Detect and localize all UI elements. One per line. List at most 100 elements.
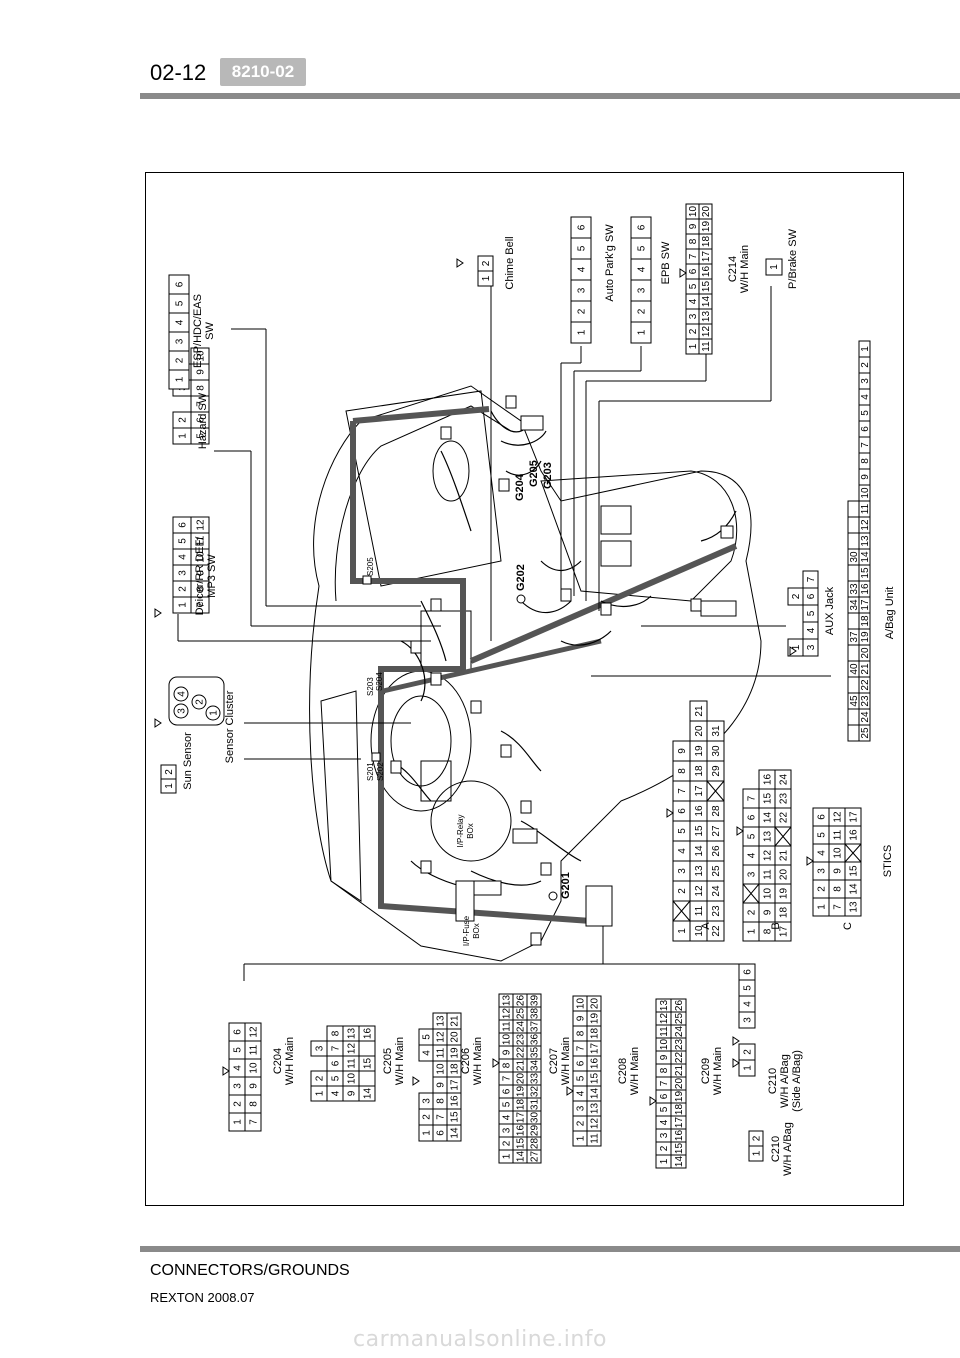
connector-c209: 1234567891011121314151617181920212223242… xyxy=(655,998,687,1169)
pin-number: 6 xyxy=(576,1060,587,1066)
connector-c207: 1234567891011121314151617181920212223242… xyxy=(498,993,542,1164)
ip-fuse-box-label-2: BOx xyxy=(472,923,481,939)
ip-relay-box-label: I/P-Relay xyxy=(456,815,465,848)
connector-key-icon xyxy=(679,268,687,278)
pin-number: 2 xyxy=(576,1120,587,1126)
label-auto-park: Auto Park'g SW xyxy=(604,224,616,302)
pin-number: 9 xyxy=(688,223,699,229)
pin-number: 1 xyxy=(178,433,189,439)
pin-number: 7 xyxy=(806,576,817,582)
pin-number: 3 xyxy=(178,570,189,576)
pin-number: 6 xyxy=(743,969,754,975)
pin-number: 5 xyxy=(817,832,828,838)
pin-number: 16 xyxy=(860,583,871,595)
pin-number: 21 xyxy=(674,1065,685,1077)
pin-cell xyxy=(173,686,189,702)
pin-number: 2 xyxy=(315,1075,326,1081)
pin-number: 1 xyxy=(233,1119,244,1125)
connector-labels: Sun Sensor Sensor Cluster Deicer/RR DEF/… xyxy=(182,224,896,1176)
pin-number: 5 xyxy=(233,1047,244,1053)
pin-number: 4 xyxy=(743,1001,754,1007)
pin-number: 2 xyxy=(502,1140,513,1146)
pin-cell xyxy=(358,1025,376,1042)
pin-number: 1 xyxy=(502,1153,513,1159)
pin-number: 8 xyxy=(436,1098,447,1104)
pin-number: 11 xyxy=(659,1026,670,1037)
pin-number: 23 xyxy=(674,1039,685,1051)
pin-number: 15 xyxy=(694,825,705,837)
pin-number: 13 xyxy=(659,1000,670,1012)
connector-key-icon xyxy=(154,608,162,618)
pin-number: 1 xyxy=(315,1090,326,1096)
pin-number: 14 xyxy=(763,812,774,824)
pin-number: 20 xyxy=(701,206,712,218)
pin-number: 13 xyxy=(590,1103,601,1115)
pin-number: 8 xyxy=(688,238,699,244)
pin-number: 2 xyxy=(175,357,186,363)
pin-number: 5 xyxy=(576,1075,587,1081)
pin-number: 1 xyxy=(178,602,189,608)
pin-number: 1 xyxy=(747,928,758,934)
pin-number: 9 xyxy=(677,748,688,754)
pin-number: 14 xyxy=(674,1156,685,1168)
pin-number: 18 xyxy=(590,1028,601,1040)
pin-number: 17 xyxy=(450,1079,461,1091)
pin-number: 33 xyxy=(849,583,860,595)
pin-number: 9 xyxy=(576,1015,587,1021)
ground-g202: G202 xyxy=(515,564,527,591)
pin-cell xyxy=(774,769,792,790)
pin-cell xyxy=(358,1070,376,1087)
pin-number: 37 xyxy=(530,1021,541,1033)
pin-cell xyxy=(570,216,592,239)
pin-number: 19 xyxy=(450,1047,461,1059)
connector-key-icon xyxy=(732,1036,740,1046)
pin-cell xyxy=(173,703,189,719)
pin-cell xyxy=(191,694,207,710)
pin-number: 5 xyxy=(677,828,688,834)
label-c214-2: W/H Main xyxy=(739,245,751,293)
pin-number: 16 xyxy=(674,1130,685,1142)
label-c210a-3: (Side A/Bag) xyxy=(791,1050,803,1112)
label-stics-b: B xyxy=(770,922,782,929)
pin-number: 5 xyxy=(806,610,817,616)
pin-number: 30 xyxy=(530,1112,541,1124)
label-sun-sensor: Sun Sensor xyxy=(182,732,194,790)
pin-number: 4 xyxy=(860,394,871,400)
pin-number: 15 xyxy=(516,1138,527,1150)
pin-number: 3 xyxy=(502,1127,513,1133)
pin-number: 7 xyxy=(502,1075,513,1081)
pin-cell xyxy=(244,1022,262,1042)
pin-cell xyxy=(670,998,687,1013)
splice-s205: S205 xyxy=(366,557,375,576)
pin-number: 1 xyxy=(677,928,688,934)
connector-key-icon xyxy=(412,1076,420,1086)
pin-number: 4 xyxy=(637,266,648,272)
connector-key-icon xyxy=(492,1058,500,1068)
pin-number: 2 xyxy=(178,417,189,423)
pin-number: 34 xyxy=(530,1060,541,1072)
pin-number: 10 xyxy=(436,1063,447,1075)
connector-c210b: 12 xyxy=(748,1130,764,1162)
pin-number: 24 xyxy=(860,711,871,723)
pin-number: 18 xyxy=(674,1104,685,1116)
pin-number: 20 xyxy=(590,998,601,1010)
pin-number: 18 xyxy=(860,615,871,627)
pin-number: 12 xyxy=(833,811,844,823)
label-stics-c: C xyxy=(842,922,854,930)
pin-number: 5 xyxy=(175,300,186,306)
pin-cell xyxy=(858,340,871,358)
pin-number: 13 xyxy=(763,831,774,843)
pin-number: 6 xyxy=(817,814,828,820)
pin-number: 8 xyxy=(249,1101,260,1107)
label-c205-2: W/H Main xyxy=(394,1037,406,1085)
label-c207-1: C207 xyxy=(548,1048,560,1074)
label-c205-1: C205 xyxy=(382,1048,394,1074)
pin-number: 11 xyxy=(249,1044,260,1055)
pin-number: 5 xyxy=(422,1034,433,1040)
label-esp-2: SW xyxy=(204,322,216,340)
ground-g201-symbol xyxy=(548,891,558,901)
connector-tables: 1212345678910111212345678910123456121234… xyxy=(154,203,871,1169)
